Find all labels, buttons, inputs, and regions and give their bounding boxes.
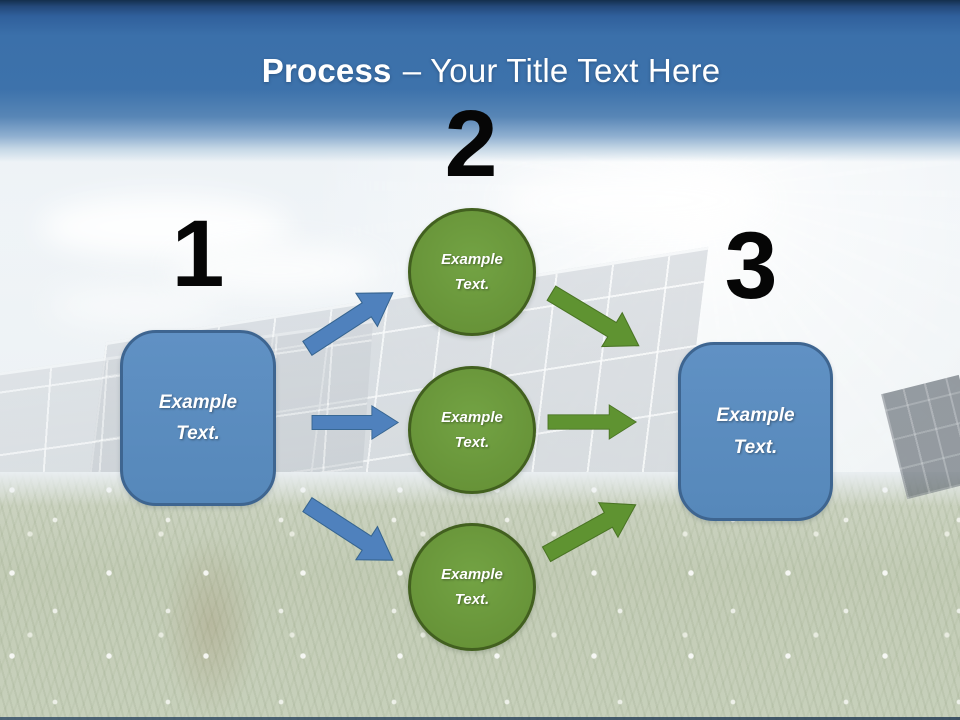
arrow-green-down-icon <box>546 285 640 348</box>
right-box-label: Example Text. <box>716 405 795 458</box>
slide-bottom-border <box>0 717 960 720</box>
arrow-green-up-icon <box>541 502 637 563</box>
cloud <box>170 244 380 296</box>
cloud <box>50 285 220 327</box>
process-circle-2: Example Text. <box>408 366 536 494</box>
step-number-3: 3 <box>724 213 778 319</box>
title-emphasis: Process <box>261 52 392 89</box>
title-text: – Your Title Text Here <box>402 52 721 89</box>
right-process-box: Example Text. <box>678 342 833 521</box>
slide-title: Process – Your Title Text Here <box>0 52 960 90</box>
header-gradient-band <box>0 0 960 162</box>
circle-1-label: Example Text. <box>441 250 503 294</box>
arrow-blue-right-icon <box>311 404 400 441</box>
circle-2-label: Example Text. <box>441 408 503 452</box>
step-number-2: 2 <box>444 91 498 197</box>
arrow-green-right-icon <box>547 404 638 440</box>
cloud <box>500 172 770 230</box>
process-circle-3: Example Text. <box>408 523 536 651</box>
arrow-blue-down-icon <box>302 496 394 561</box>
left-process-box: Example Text. <box>120 330 276 506</box>
left-box-label: Example Text. <box>158 391 238 444</box>
circle-3-label: Example Text. <box>441 565 503 609</box>
arrow-blue-up-icon <box>302 292 394 357</box>
step-number-1: 1 <box>171 201 225 307</box>
process-circle-1: Example Text. <box>408 208 536 336</box>
